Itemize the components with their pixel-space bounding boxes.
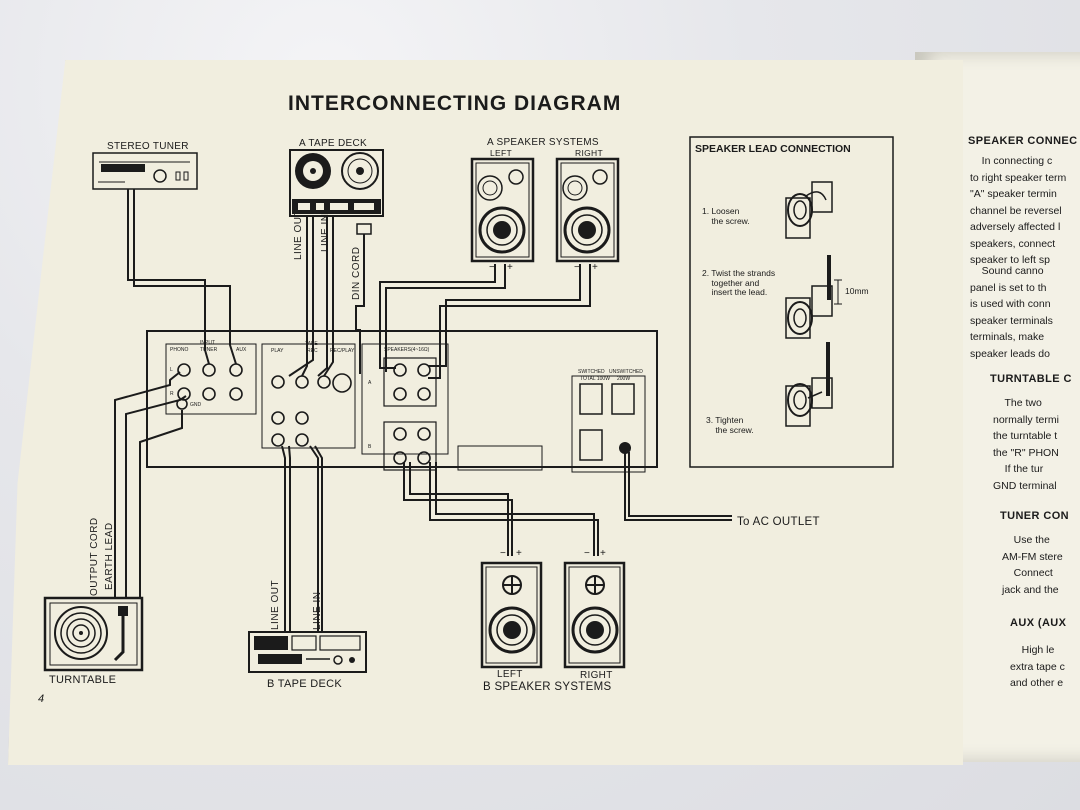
terminal-step2-icon xyxy=(785,255,842,339)
amp-tape-label: TAPE xyxy=(305,341,318,347)
amp-play-label: PLAY xyxy=(271,348,284,354)
stereo-tuner-icon xyxy=(92,152,198,190)
speaker-lead-inset xyxy=(689,136,894,468)
amp-input-label: INPUT xyxy=(200,340,215,346)
diagram-title: INTERCONNECTING DIAGRAM xyxy=(288,92,622,115)
rc-para-5: High le extra tape c and other e xyxy=(1010,644,1065,689)
ac-outlet-label: To AC OUTLET xyxy=(737,516,820,528)
turntable-icon xyxy=(43,596,144,672)
amp-total-label: TOTAL 100W xyxy=(580,376,610,382)
amp-r-label: R xyxy=(170,391,174,397)
amp-l-label: L xyxy=(170,367,173,373)
rc-para-2: Sound canno panel is set to th is used w… xyxy=(970,265,1053,360)
amp-phono-label: PHONO xyxy=(170,347,189,353)
a-tape-deck-icon xyxy=(289,149,384,217)
b-left-plus: + xyxy=(516,548,523,559)
b-line-in-label: LINE IN xyxy=(312,591,323,630)
a-line-out-label: LINE OUT xyxy=(293,209,304,260)
rc-heading-aux: AUX (AUX xyxy=(1010,617,1067,629)
a-left-speaker-icon xyxy=(470,157,535,263)
a-left-plus: + xyxy=(507,262,514,273)
b-right-label: RIGHT xyxy=(580,670,613,681)
amp-tuner-label: TUNER xyxy=(200,347,218,353)
a-right-label: RIGHT xyxy=(575,148,603,158)
amp-rec-label: REC xyxy=(307,348,318,354)
a-left-label: LEFT xyxy=(490,148,512,158)
cables xyxy=(114,189,732,632)
inset-step2: 2. Twist the strands together and insert… xyxy=(702,268,776,297)
rc-para-3: The two normally termi the turntable t t… xyxy=(993,397,1059,492)
a-right-speaker-icon xyxy=(555,157,620,263)
amp-aux-label: AUX xyxy=(236,347,247,353)
b-speaker-systems-label: B SPEAKER SYSTEMS xyxy=(483,681,612,693)
a-right-plus: + xyxy=(592,262,599,273)
a-speaker-systems-label: A SPEAKER SYSTEMS xyxy=(487,137,599,148)
inset-step3: 3. Tighten the screw. xyxy=(706,415,754,435)
din-cord-label: DIN CORD xyxy=(351,246,362,300)
b-left-speaker-icon xyxy=(480,561,543,669)
b-tape-deck-icon xyxy=(248,631,367,673)
a-left-minus: − xyxy=(489,262,496,273)
b-left-label: LEFT xyxy=(497,669,523,680)
b-tape-deck-label: B TAPE DECK xyxy=(267,678,343,690)
amp-b-label: B xyxy=(368,444,372,450)
inset-dimension: 10mm xyxy=(845,286,869,296)
rc-heading-speaker: SPEAKER CONNEC xyxy=(968,135,1078,147)
rc-para-1: In connecting c to right speaker term "A… xyxy=(970,155,1067,266)
a-tape-deck-label: A TAPE DECK xyxy=(299,138,367,149)
rc-heading-turntable: TURNTABLE C xyxy=(990,373,1072,385)
b-right-speaker-icon xyxy=(563,561,626,669)
turntable-label: TURNTABLE xyxy=(49,674,117,686)
amp-a-label: A xyxy=(368,380,372,386)
b-right-minus: − xyxy=(584,548,591,559)
amp-200w-label: 200W xyxy=(617,376,631,382)
a-line-in-label: LINE IN xyxy=(320,213,331,252)
terminal-step3-icon xyxy=(785,342,833,427)
output-cord-label: OUTPUT CORD xyxy=(89,517,100,596)
a-right-minus: − xyxy=(574,262,581,273)
amp-speakers-label: SPEAKERS(4~16Ω) xyxy=(384,347,430,353)
amp-unswitched-label: UNSWITCHED xyxy=(609,369,643,375)
earth-lead-label: EARTH LEAD xyxy=(104,522,115,590)
page-number: 4 xyxy=(38,693,45,705)
b-line-out-label: LINE OUT xyxy=(270,579,281,630)
terminal-step1-icon xyxy=(785,181,833,239)
rc-heading-tuner: TUNER CON xyxy=(1000,510,1069,522)
amplifier-rear-panel xyxy=(146,330,658,473)
b-right-plus: + xyxy=(600,548,607,559)
inset-title: SPEAKER LEAD CONNECTION xyxy=(695,143,851,155)
amp-switched-label: SWITCHED xyxy=(578,369,605,375)
amp-gnd-label: GND xyxy=(190,402,202,408)
inset-step1: 1. Loosen the screw. xyxy=(702,206,750,226)
b-left-minus: − xyxy=(500,548,507,559)
stereo-tuner-label: STEREO TUNER xyxy=(107,141,189,152)
amp-rec-play-label: REC/PLAY xyxy=(330,348,355,354)
rc-para-4: Use the AM-FM stere Connect jack and the xyxy=(1002,534,1063,596)
